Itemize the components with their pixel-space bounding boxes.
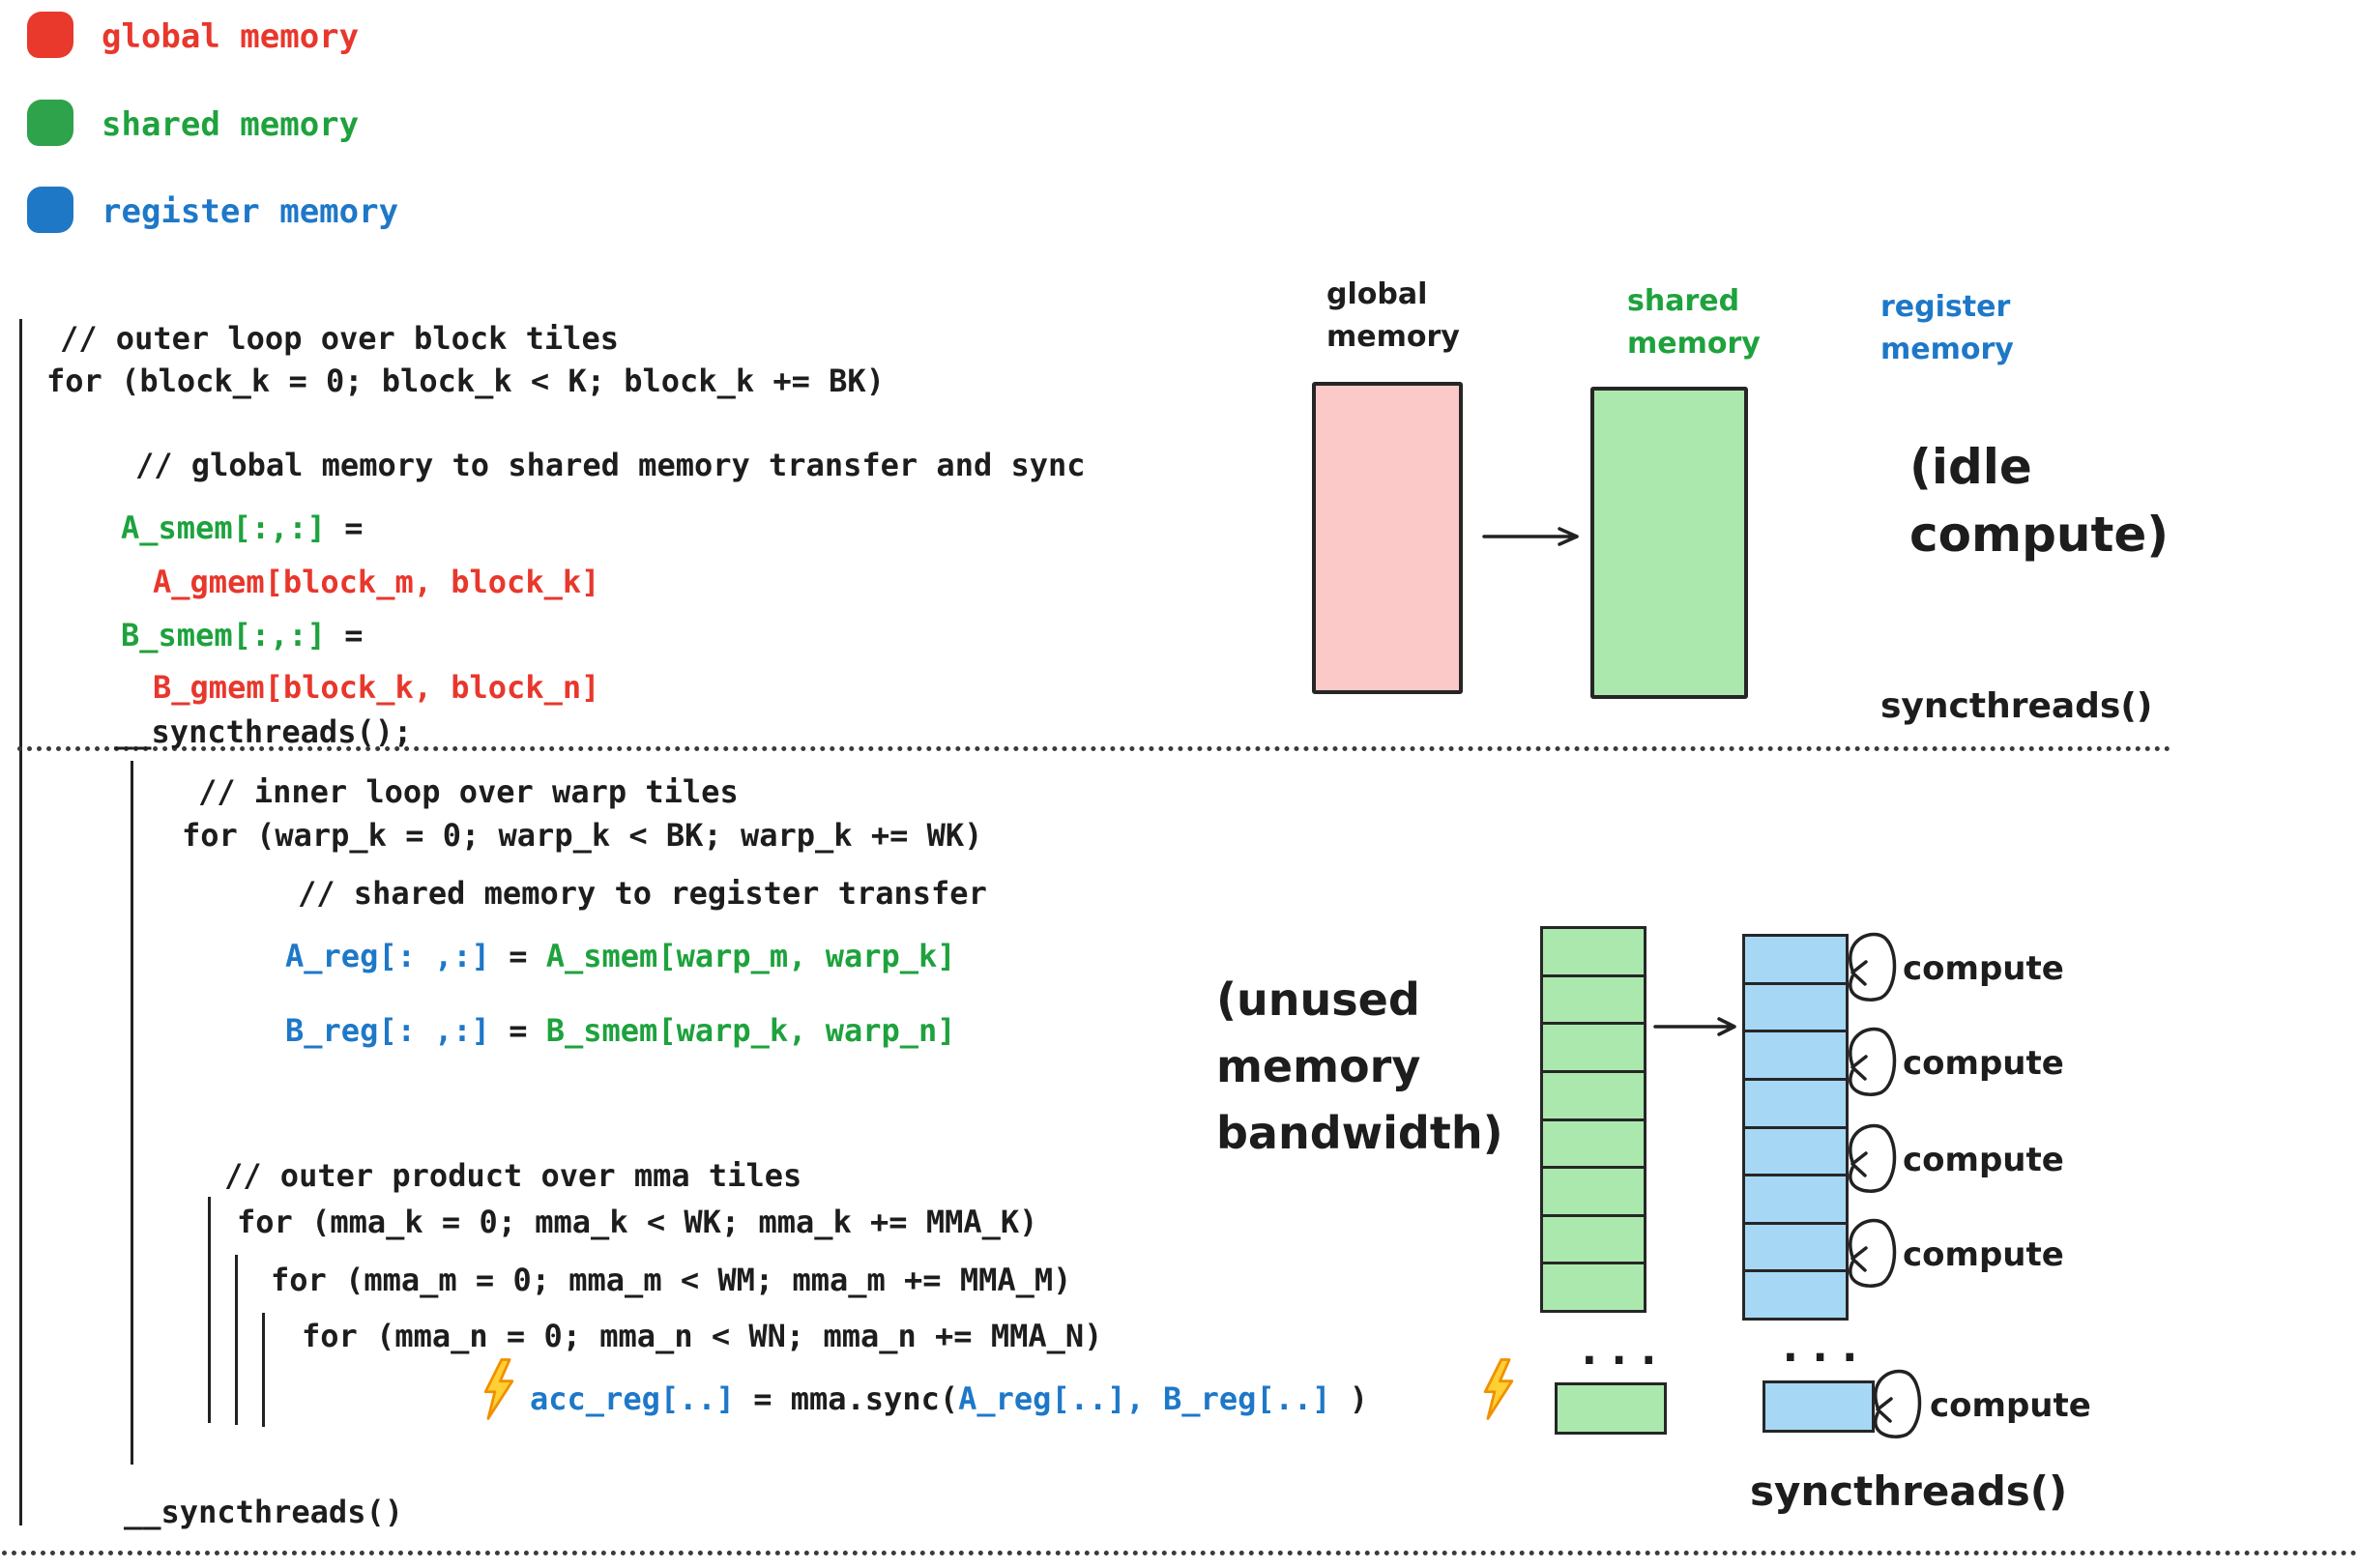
smem-segment <box>1543 1073 1644 1121</box>
outer-loop-guide-line <box>19 319 22 1525</box>
legend-label-global: global memory <box>102 17 360 56</box>
global-memory-box <box>1312 382 1463 694</box>
syncthreads-label-bottom: syncthreads() <box>1750 1467 2068 1515</box>
mma-m-guide-line <box>235 1255 238 1425</box>
shared-memory-box <box>1590 387 1748 699</box>
reg-segment <box>1745 1272 1846 1318</box>
smem-segment <box>1543 1264 1644 1310</box>
code-comment-inner: // inner loop over warp tiles <box>198 773 739 810</box>
assign-eq: = <box>509 1012 528 1049</box>
code-comment-outer: // outer loop over block tiles <box>60 320 619 357</box>
reg-segment <box>1745 937 1846 985</box>
code-b-smem-line: B_smem[:,:] = <box>121 617 363 653</box>
compute-loop-icon <box>1849 1123 1897 1193</box>
compute-label: compute <box>1930 1386 2091 1425</box>
compute-label: compute <box>1903 1141 2064 1179</box>
assign-eq: = <box>344 617 364 653</box>
mma-k-guide-line <box>208 1197 211 1423</box>
assign-eq: = <box>344 509 364 546</box>
assign-eq: = <box>509 938 528 974</box>
code-syncthreads-1: __syncthreads(); <box>114 713 413 750</box>
register-memory-swatch-icon <box>27 187 73 233</box>
a-smem-lhs: A_smem[:,:] <box>121 509 326 546</box>
smem-segment <box>1543 1025 1644 1073</box>
code-for-mma-n: for (mma_n = 0; mma_n < WN; mma_n += MMA… <box>302 1318 1103 1354</box>
shared-memory-header: shared memory <box>1627 284 1761 361</box>
compute-loop-icon <box>1849 932 1897 1002</box>
shared-memory-swatch-icon <box>27 100 73 146</box>
smem-to-reg-arrow-icon <box>1653 1017 1736 1036</box>
smem-single-box <box>1555 1382 1667 1435</box>
bottom-dotted-separator <box>2 1551 2358 1555</box>
compute-label: compute <box>1903 1044 2064 1083</box>
acc-sep: , <box>1125 1380 1164 1417</box>
compute-label: compute <box>1903 1235 2064 1274</box>
compute-loop-icon <box>1849 1218 1897 1288</box>
compute-loop-icon <box>1874 1369 1922 1438</box>
syncthreads-label-top: syncthreads() <box>1880 686 2153 726</box>
a-smem-rhs: A_smem[warp_m, warp_k] <box>545 938 956 974</box>
code-mma-sync-line: acc_reg[..] = mma.sync(A_reg[..], B_reg[… <box>530 1380 1368 1417</box>
legend-label-shared: shared memory <box>102 105 360 144</box>
a-reg-lhs: A_reg[: ,:] <box>285 938 490 974</box>
shared-memory-column <box>1540 926 1646 1313</box>
unused-bandwidth-note: (unused memory bandwidth) <box>1216 973 1503 1159</box>
reg-single-box <box>1763 1380 1875 1433</box>
lightning-bolt-icon <box>483 1358 514 1420</box>
register-memory-header: register memory <box>1880 290 2014 366</box>
code-syncthreads-2: __syncthreads() <box>124 1494 403 1530</box>
smem-segment <box>1543 1121 1644 1170</box>
code-for-inner: for (warp_k = 0; warp_k < BK; warp_k += … <box>182 817 983 854</box>
acc-reg-lhs: acc_reg[..] <box>530 1380 735 1417</box>
mma-sync-call: = mma.sync( <box>753 1380 959 1417</box>
reg-segment <box>1745 1176 1846 1225</box>
smem-ellipsis: ... <box>1576 1322 1666 1375</box>
acc-a-reg: A_reg[..] <box>958 1380 1126 1417</box>
smem-segment <box>1543 1217 1644 1265</box>
b-reg-lhs: B_reg[: ,:] <box>285 1012 490 1049</box>
b-smem-rhs: B_smem[warp_k, warp_n] <box>545 1012 956 1049</box>
code-a-reg-line: A_reg[: ,:] = A_smem[warp_m, warp_k] <box>285 938 956 974</box>
code-for-mma-k: for (mma_k = 0; mma_k < WK; mma_k += MMA… <box>237 1204 1038 1240</box>
inner-loop-guide-line <box>131 761 133 1465</box>
reg-segment <box>1745 1081 1846 1129</box>
reg-ellipsis: ... <box>1777 1320 1867 1372</box>
compute-loop-icon <box>1849 1027 1897 1096</box>
reg-segment <box>1745 1129 1846 1177</box>
top-dotted-separator <box>17 746 2171 751</box>
register-memory-column <box>1742 934 1849 1321</box>
code-for-outer: for (block_k = 0; block_k < K; block_k +… <box>46 363 885 399</box>
code-b-reg-line: B_reg[: ,:] = B_smem[warp_k, warp_n] <box>285 1012 956 1049</box>
code-comment-gmem: // global memory to shared memory transf… <box>135 447 1086 483</box>
code-b-gmem-line: B_gmem[block_k, block_n] <box>153 669 600 706</box>
smem-segment <box>1543 929 1644 977</box>
acc-b-reg: B_reg[..] <box>1163 1380 1331 1417</box>
idle-compute-note: (idle compute) <box>1909 439 2170 563</box>
compute-label: compute <box>1903 949 2064 988</box>
global-memory-swatch-icon <box>27 12 73 58</box>
code-comment-reg: // shared memory to register transfer <box>298 875 987 912</box>
acc-close-paren: ) <box>1349 1380 1368 1417</box>
reg-segment <box>1745 1225 1846 1273</box>
smem-segment <box>1543 977 1644 1026</box>
smem-segment <box>1543 1169 1644 1217</box>
lightning-bolt-icon <box>1483 1358 1514 1420</box>
code-comment-mma: // outer product over mma tiles <box>224 1157 802 1194</box>
code-for-mma-m: for (mma_m = 0; mma_m < WM; mma_m += MMA… <box>271 1262 1072 1298</box>
gmem-to-smem-arrow-icon <box>1482 527 1579 546</box>
code-a-smem-line: A_smem[:,:] = <box>121 509 363 546</box>
global-memory-header: global memory <box>1326 277 1460 354</box>
b-smem-lhs: B_smem[:,:] <box>121 617 326 653</box>
legend-label-register: register memory <box>102 192 399 231</box>
mma-n-guide-line <box>262 1313 265 1427</box>
reg-segment <box>1745 1032 1846 1081</box>
reg-segment <box>1745 985 1846 1033</box>
code-a-gmem-line: A_gmem[block_m, block_k] <box>153 564 600 600</box>
